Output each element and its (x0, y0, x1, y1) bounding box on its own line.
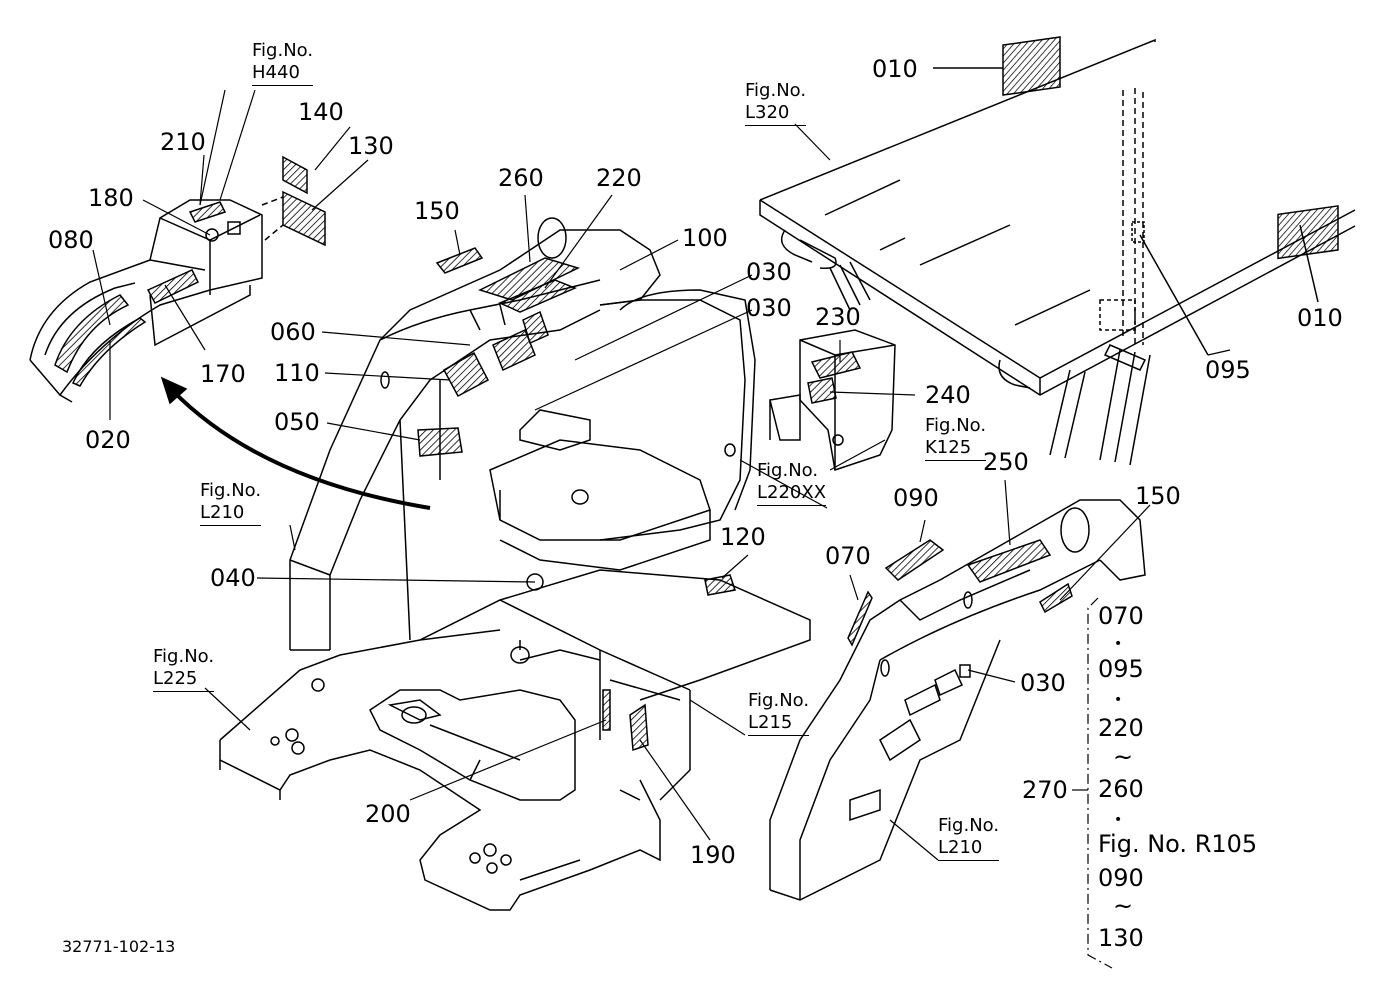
part-label-140: 140 (298, 98, 344, 126)
part-label-010: 010 (1297, 304, 1343, 332)
fig-ref-l220xx: Fig.No. L220XX (757, 460, 827, 506)
part-label-120: 120 (720, 523, 766, 551)
part-label-070: 070 (825, 542, 871, 570)
set-item: 090 (1098, 864, 1144, 892)
part-label-240: 240 (925, 381, 971, 409)
part-label-020: 020 (85, 426, 131, 454)
part-label-030: 030 (746, 294, 792, 322)
fig-ref-l225: Fig.No. L225 (153, 646, 215, 692)
part-label-150: 150 (414, 197, 460, 225)
part-label-200: 200 (365, 800, 411, 828)
fig-ref-h440: Fig.No. H440 (252, 40, 314, 86)
part-label-210: 210 (160, 128, 206, 156)
part-label-100: 100 (682, 224, 728, 252)
set-item: Fig. No. R105 (1098, 830, 1258, 858)
part-label-030: 030 (1020, 669, 1066, 697)
part-label-050: 050 (274, 408, 320, 436)
part-label-170: 170 (200, 360, 246, 388)
part-label-080: 080 (48, 226, 94, 254)
part-label-260: 260 (498, 164, 544, 192)
fig-ref-k125: Fig.No. K125 (925, 415, 987, 461)
part-label-090: 090 (893, 484, 939, 512)
operator-cab-drawing (219, 229, 811, 911)
set-item: 220 (1098, 714, 1144, 742)
set-bracket (1087, 597, 1113, 969)
fig-ref-l210: Fig.No. L210 (200, 480, 262, 526)
part-label-010: 010 (872, 55, 918, 83)
fig-ref-l215: Fig.No. L215 (748, 690, 810, 736)
right-fender-drawing (769, 499, 1146, 901)
part-label-060: 060 (270, 318, 316, 346)
set-item: 095 (1098, 655, 1144, 683)
leader-lines (92, 89, 1231, 841)
platform-drawing (759, 38, 1356, 466)
part-label-110: 110 (274, 359, 320, 387)
part-label-230: 230 (815, 303, 861, 331)
part-label-095: 095 (1205, 356, 1251, 384)
drawing-number: 32771-102-13 (62, 937, 176, 956)
set-separator: • (1114, 636, 1123, 652)
set-group-label: 270 (1022, 776, 1068, 804)
control-box-drawing (769, 329, 896, 471)
part-label-030: 030 (746, 258, 792, 286)
set-item: 070 (1098, 602, 1144, 630)
part-label-220: 220 (596, 164, 642, 192)
figure-ref-leaders (204, 89, 939, 861)
fig-ref-l210: Fig.No. L210 (938, 815, 1000, 861)
set-separator: • (1114, 812, 1123, 828)
part-label-250: 250 (983, 448, 1029, 476)
set-item: 130 (1098, 924, 1144, 952)
part-label-190: 190 (690, 841, 736, 869)
part-label-150: 150 (1135, 482, 1181, 510)
set-separator: ~ (1113, 892, 1134, 920)
part-label-040: 040 (210, 564, 256, 592)
set-separator: ~ (1113, 743, 1134, 771)
part-label-180: 180 (88, 184, 134, 212)
part-label-130: 130 (348, 132, 394, 160)
set-item: 260 (1098, 775, 1144, 803)
fig-ref-l320: Fig.No. L320 (745, 80, 807, 126)
set-separator: • (1114, 692, 1123, 708)
instrument-panel-drawing (29, 199, 263, 403)
